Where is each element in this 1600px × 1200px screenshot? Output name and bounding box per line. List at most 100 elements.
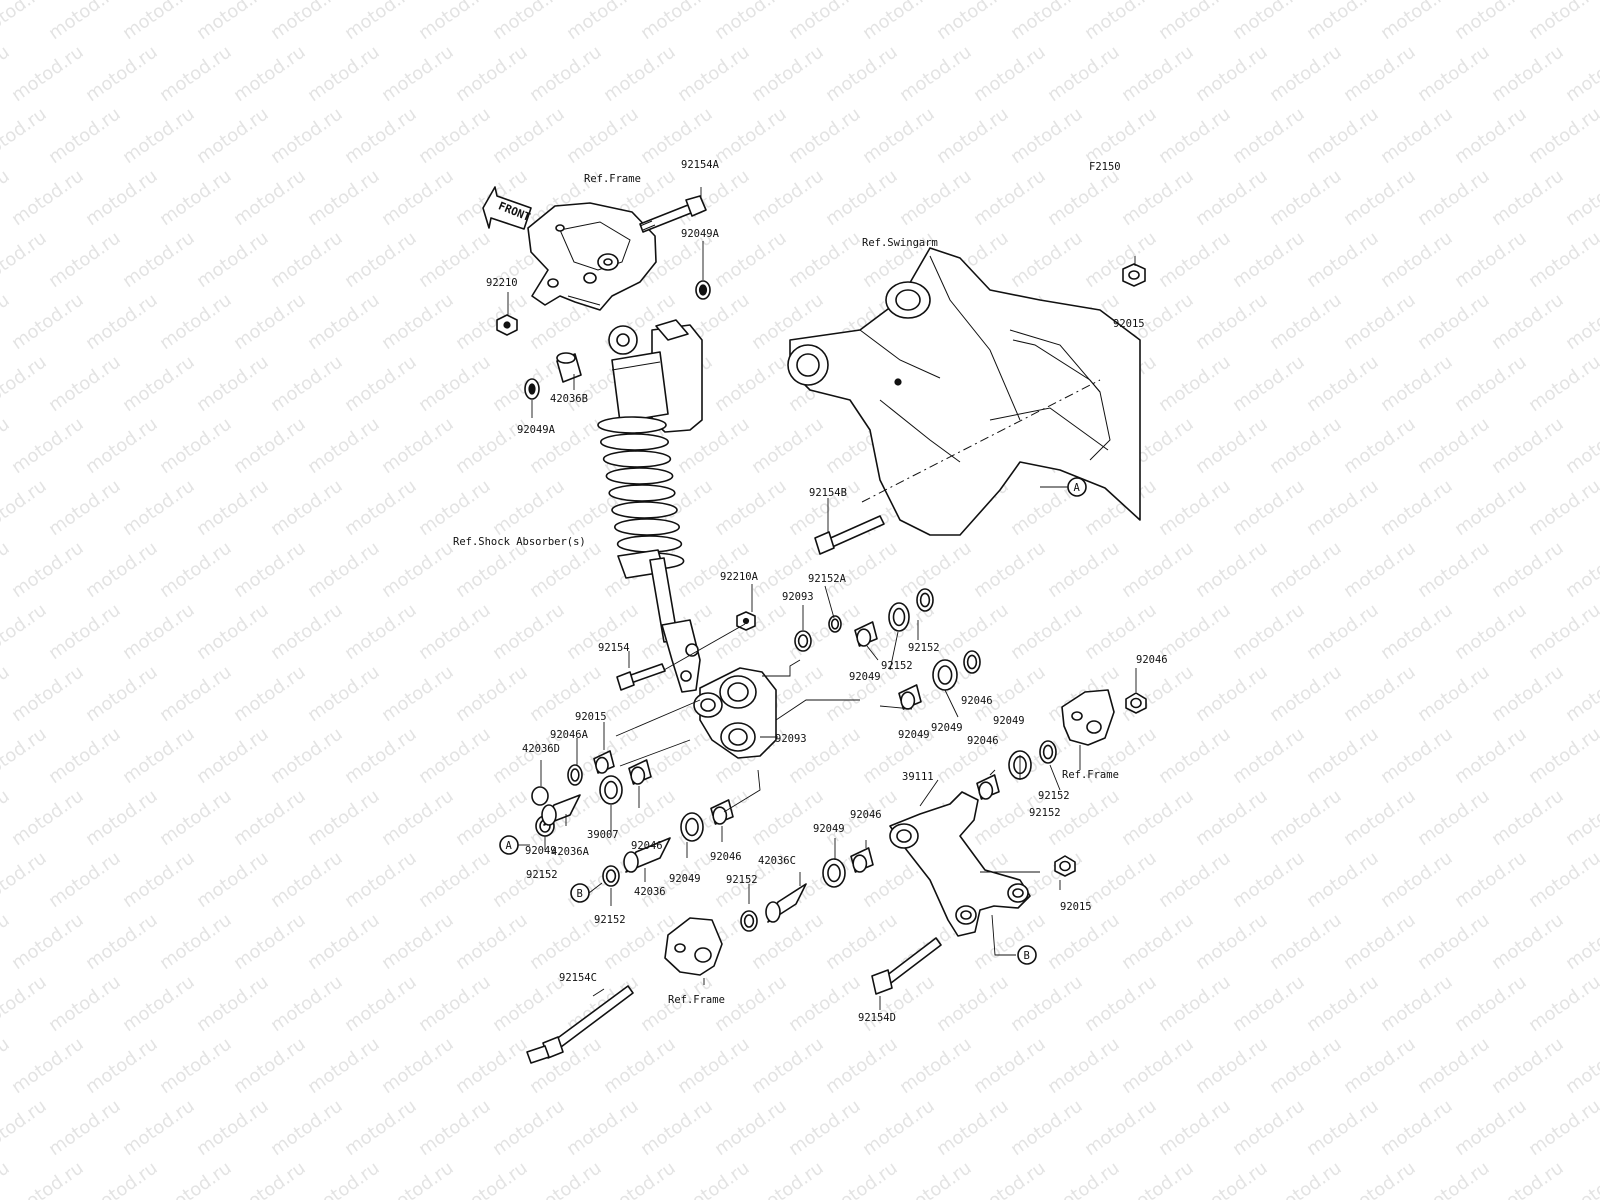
watermark-text: motod.ru [341,600,421,665]
watermark-text: motod.ru [1266,414,1346,479]
watermark-text: motod.ru [82,290,162,355]
washer-hole [937,665,953,685]
watermark-text: motod.ru [45,476,125,541]
watermark-text: motod.ru [1488,290,1568,355]
watermark-text: motod.ru [1488,42,1568,107]
watermark-text: motod.ru [711,104,791,169]
watermark-text: motod.ru [341,476,421,541]
watermark-text: motod.ru [674,42,754,107]
watermark-text: motod.ru [1414,910,1494,975]
watermark-text: motod.ru [1488,910,1568,975]
collar-42036B [556,352,582,383]
watermark-text: motod.ru [896,1158,976,1200]
callout-leader [588,882,603,894]
watermark-text: motod.ru [1044,538,1124,603]
watermark-text: motod.ru [1118,910,1198,975]
watermark-text: motod.ru [1192,42,1272,107]
watermark-text: motod.ru [378,662,458,727]
watermark-text: motod.ru [415,352,495,417]
part-number-label: 92049 [898,729,930,741]
watermark-text: motod.ru [1414,42,1494,107]
watermark-text: motod.ru [1525,972,1600,1037]
watermark-text: motod.ru [1118,786,1198,851]
part-number-label: 92154A [681,159,720,171]
watermark-text: motod.ru [1340,786,1420,851]
part-number-label: 92049 [931,722,963,734]
watermark-text: motod.ru [489,972,569,1037]
watermark-text: motod.ru [1488,786,1568,851]
watermark-text: motod.ru [489,104,569,169]
part-number-label: 92046 [710,851,742,863]
watermark-text: motod.ru [600,1158,680,1200]
watermark-text: motod.ru [1451,600,1531,665]
watermark-text: motod.ru [267,600,347,665]
watermark-text: motod.ru [156,910,236,975]
watermark-text: motod.ru [674,538,754,603]
part-number-label: 92152 [594,914,626,926]
watermark-text: motod.ru [748,910,828,975]
watermark-text: motod.ru [1414,538,1494,603]
watermark-text: motod.ru [859,104,939,169]
watermark-text: motod.ru [267,0,347,44]
watermark-text: motod.ru [1414,290,1494,355]
part-number-label: 92210 [486,277,518,289]
leader-line [619,739,691,767]
watermark-text: motod.ru [82,414,162,479]
watermark-text: motod.ru [1562,538,1600,603]
watermark-text: motod.ru [1303,104,1383,169]
part-number-label: 92152 [526,869,558,881]
part-number-label: 39111 [902,771,934,783]
nut-92015-upper [1122,263,1146,287]
watermark-text: motod.ru [415,228,495,293]
part-number-label: 92046 [967,735,999,747]
watermark-text: motod.ru [341,848,421,913]
part-number-label: 92093 [775,733,807,745]
watermark-text: motod.ru [452,42,532,107]
watermark-text: motod.ru [1377,848,1457,913]
washer-hole [797,634,809,648]
watermark-text: motod.ru [1007,600,1087,665]
watermark-text: motod.ru [415,848,495,913]
watermark-text: motod.ru [193,972,273,1037]
washer-hole [892,607,906,627]
watermark-text: motod.ru [193,848,273,913]
watermark-text: motod.ru [970,538,1050,603]
leader-line [1049,764,1061,791]
spring-coil [611,501,678,519]
watermark-text: motod.ru [896,538,976,603]
watermark-text: motod.ru [452,662,532,727]
watermark-text: motod.ru [0,228,51,293]
watermark-text: motod.ru [1081,848,1161,913]
watermark-text: motod.ru [304,786,384,851]
watermark-text: motod.ru [748,1158,828,1200]
watermark-text: motod.ru [45,0,125,44]
watermark-text: motod.ru [896,1034,976,1099]
watermark-text: motod.ru [1488,538,1568,603]
small-parts-layer [531,588,1147,932]
watermark-text: motod.ru [1451,1096,1531,1161]
watermark-text: motod.ru [1562,662,1600,727]
watermark-text: motod.ru [1229,1096,1309,1161]
link-39007 [693,667,777,759]
watermark-text: motod.ru [0,972,51,1037]
watermark-text: motod.ru [0,166,14,231]
watermark-text: motod.ru [1488,1034,1568,1099]
watermark-text: motod.ru [378,910,458,975]
watermark-text: motod.ru [1488,662,1568,727]
part-number-label: 92015 [575,711,607,723]
callout-letter: A [506,840,513,852]
leader-line [879,705,913,710]
watermark-text: motod.ru [748,414,828,479]
bolt-92154D [871,937,942,995]
watermark-text: motod.ru [0,414,14,479]
watermark-text: motod.ru [82,1158,162,1200]
watermark-text: motod.ru [1525,600,1600,665]
watermark-text: motod.ru [1414,166,1494,231]
watermark-text: motod.ru [526,42,606,107]
watermark-text: motod.ru [230,910,310,975]
watermark-text: motod.ru [1266,42,1346,107]
watermark-text: motod.ru [0,786,14,851]
watermark-text: motod.ru [859,0,939,44]
leader-line [946,687,952,691]
